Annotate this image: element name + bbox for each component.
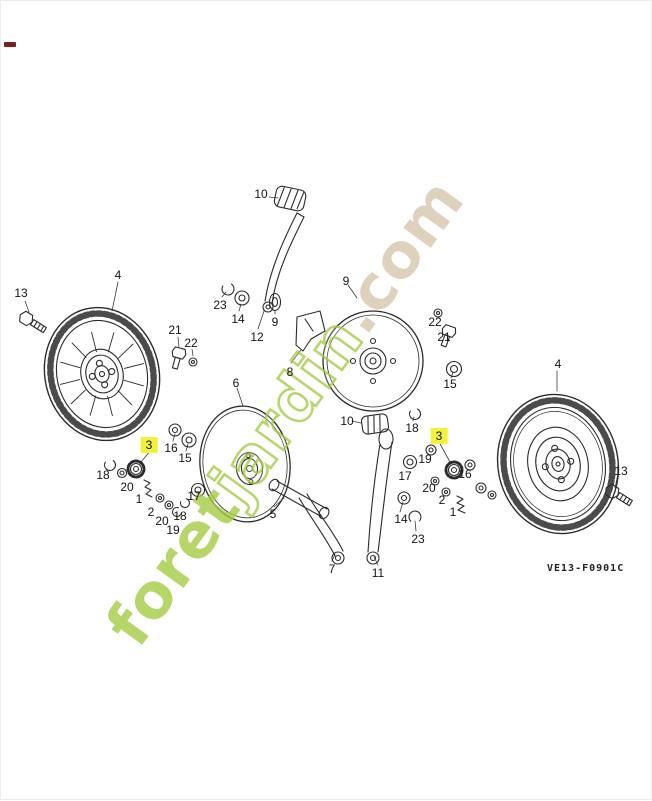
rubber-10-top [273, 185, 307, 212]
bolt-13-left [19, 310, 47, 334]
part-label-6: 6 [232, 376, 240, 390]
part-label-22: 22 [184, 336, 198, 350]
part-label-4: 4 [554, 357, 562, 371]
part-label-16: 16 [164, 441, 178, 455]
part-label-10: 10 [340, 414, 354, 428]
part-label-12: 12 [250, 330, 264, 344]
part-label-2: 2 [147, 505, 155, 519]
part-label-7: 7 [328, 562, 336, 576]
right-wheel [496, 393, 620, 535]
diagram-ref-code: VE13-F0901C [547, 563, 625, 574]
part-label-21: 21 [168, 323, 182, 337]
bracket-8 [295, 310, 326, 352]
part-label-4: 4 [114, 268, 122, 282]
circlip-23-left [221, 282, 235, 296]
part-label-18: 18 [173, 509, 187, 523]
left-wheel [43, 306, 161, 442]
circlip-23-right [408, 510, 422, 524]
washer-14-right [397, 491, 411, 505]
part-label-1: 1 [135, 492, 143, 506]
part-label-20: 20 [155, 514, 169, 528]
part-label-1: 1 [449, 505, 457, 519]
part-label-9: 9 [342, 274, 350, 288]
part-label-14: 14 [231, 312, 245, 326]
washer-14-left [234, 290, 250, 306]
part-label-3-highlighted[interactable]: 3 [430, 428, 448, 444]
left-small-parts [103, 423, 206, 518]
part-label-18: 18 [405, 421, 419, 435]
arm-11 [366, 428, 394, 565]
part-label-5: 5 [269, 507, 277, 521]
part-label-17: 17 [398, 469, 412, 483]
pinion-gear-3-left [126, 459, 146, 479]
part-label-18: 18 [96, 468, 110, 482]
spring-1-right [456, 495, 466, 514]
washer-22-left [188, 357, 198, 367]
part-label-16: 16 [458, 467, 472, 481]
part-label-19: 19 [418, 452, 432, 466]
arm-7 [298, 493, 345, 565]
bolt-21-left [171, 346, 187, 370]
corner-mark [4, 42, 16, 47]
part-label-11: 11 [371, 566, 385, 580]
part-label-19: 19 [166, 523, 180, 537]
part-label-13: 13 [614, 464, 628, 478]
pinion-gear-3-right [444, 460, 464, 480]
part-label-15: 15 [443, 377, 457, 391]
part-label-13: 13 [14, 286, 28, 300]
part-label-20: 20 [120, 480, 134, 494]
right-small-parts [402, 308, 497, 514]
rubber-10-right [360, 413, 390, 435]
part-label-14: 14 [394, 512, 408, 526]
bolt-21-right [440, 324, 457, 348]
part-label-10: 10 [254, 187, 268, 201]
part-label-3-highlighted[interactable]: 3 [140, 437, 158, 453]
cover-disc-6 [199, 405, 291, 523]
bolt-13-right [605, 483, 633, 507]
plate-9-left [268, 292, 282, 312]
part-label-2: 2 [438, 493, 446, 507]
part-label-23: 23 [213, 298, 227, 312]
part-label-22: 22 [428, 315, 442, 329]
drive-disc [322, 310, 424, 412]
part-label-17: 17 [187, 489, 201, 503]
shaft-5 [268, 478, 330, 520]
spring-1-left [143, 479, 153, 498]
part-label-23: 23 [411, 532, 425, 546]
part-label-9: 9 [271, 315, 279, 329]
part-label-8: 8 [286, 365, 294, 379]
part-label-15: 15 [178, 451, 192, 465]
part-label-21: 21 [437, 330, 451, 344]
part-label-20: 20 [422, 481, 436, 495]
